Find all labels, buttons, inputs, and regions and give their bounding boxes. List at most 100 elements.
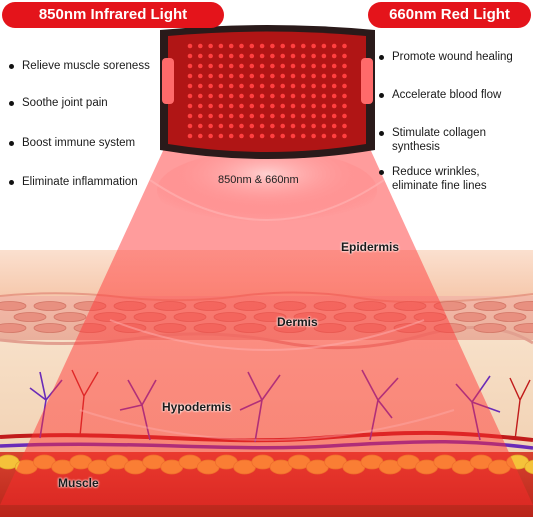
- led-dot: [249, 123, 255, 129]
- led-dot: [290, 103, 296, 109]
- led-dot: [290, 83, 296, 89]
- led-dot: [228, 123, 234, 129]
- led-dot: [321, 103, 327, 109]
- led-dot: [228, 93, 234, 99]
- led-dot: [290, 133, 296, 139]
- led-dot: [290, 113, 296, 119]
- led-dot: [239, 83, 244, 89]
- led-dot: [342, 43, 347, 49]
- left-benefit-item: Eliminate inflammation: [9, 175, 138, 189]
- led-dot: [270, 53, 275, 59]
- led-dot: [331, 63, 337, 69]
- led-dot: [270, 133, 275, 139]
- led-dot: [311, 133, 316, 139]
- led-dot: [259, 93, 265, 99]
- infrared-light-title: 850nm Infrared Light: [2, 2, 224, 28]
- led-dot: [280, 93, 286, 99]
- led-dot: [239, 63, 244, 69]
- led-dot: [270, 113, 275, 119]
- dermis-cell: [13, 312, 47, 322]
- led-dot: [198, 83, 203, 89]
- led-dot: [218, 53, 224, 59]
- light-therapy-device: [160, 25, 375, 159]
- led-dot: [228, 133, 234, 139]
- led-dot: [187, 53, 193, 59]
- led-dot: [331, 123, 337, 129]
- led-dot: [321, 73, 327, 79]
- led-dot: [239, 43, 244, 49]
- dermis-cell: [0, 323, 27, 333]
- led-dot: [218, 113, 224, 119]
- led-dot: [198, 63, 203, 69]
- led-dot: [331, 43, 337, 49]
- led-dot: [228, 113, 234, 119]
- led-dot: [321, 113, 327, 119]
- led-dot: [270, 123, 275, 129]
- led-dot: [208, 73, 213, 79]
- led-dot: [198, 93, 203, 99]
- led-dot: [187, 63, 193, 69]
- led-dot: [311, 63, 316, 69]
- dermis-cell: [493, 312, 527, 322]
- led-dot: [290, 43, 296, 49]
- led-dot: [270, 63, 275, 69]
- led-dot: [270, 83, 275, 89]
- led-dot: [280, 83, 286, 89]
- led-dot: [249, 63, 255, 69]
- led-dot: [321, 123, 327, 129]
- dermis-cell: [473, 301, 507, 311]
- fat-globule: [524, 459, 533, 475]
- led-dot: [270, 103, 275, 109]
- led-dot: [301, 123, 306, 129]
- led-dot: [280, 43, 286, 49]
- led-dot: [239, 93, 244, 99]
- right-benefit-item: Stimulate collagen synthesis: [379, 126, 486, 154]
- led-dot: [208, 93, 213, 99]
- led-dot: [301, 93, 306, 99]
- led-dot: [187, 73, 193, 79]
- epidermis-label: Epidermis: [341, 240, 400, 254]
- led-dot: [198, 103, 203, 109]
- led-dot: [290, 53, 296, 59]
- led-dot: [311, 83, 316, 89]
- led-dot: [208, 133, 213, 139]
- led-dot: [208, 123, 213, 129]
- led-dot: [187, 103, 193, 109]
- led-dot: [228, 83, 234, 89]
- led-dot: [259, 53, 265, 59]
- led-dot: [311, 53, 316, 59]
- led-dot: [218, 63, 224, 69]
- led-dot: [259, 63, 265, 69]
- led-dot: [321, 93, 327, 99]
- led-dot: [228, 63, 234, 69]
- led-dot: [218, 93, 224, 99]
- dermis-cell: [0, 301, 27, 311]
- led-dot: [208, 53, 213, 59]
- led-dot: [342, 103, 347, 109]
- led-dot: [331, 113, 337, 119]
- led-dot: [259, 73, 265, 79]
- led-dot: [187, 113, 193, 119]
- led-dot: [249, 133, 255, 139]
- led-dot: [259, 113, 265, 119]
- led-dot: [249, 83, 255, 89]
- led-dot: [259, 43, 265, 49]
- led-dot: [198, 73, 203, 79]
- led-dot: [187, 123, 193, 129]
- led-dot: [342, 133, 347, 139]
- led-dot: [198, 43, 203, 49]
- led-dot: [331, 103, 337, 109]
- led-dot: [280, 133, 286, 139]
- led-dot: [259, 133, 265, 139]
- led-dot: [218, 133, 224, 139]
- led-dot: [321, 83, 327, 89]
- led-dot: [198, 123, 203, 129]
- led-dot: [228, 43, 234, 49]
- led-dot: [280, 123, 286, 129]
- led-dot: [249, 53, 255, 59]
- led-dot: [331, 73, 337, 79]
- led-dot: [198, 113, 203, 119]
- red-light-title: 660nm Red Light: [368, 2, 531, 28]
- led-dot: [259, 103, 265, 109]
